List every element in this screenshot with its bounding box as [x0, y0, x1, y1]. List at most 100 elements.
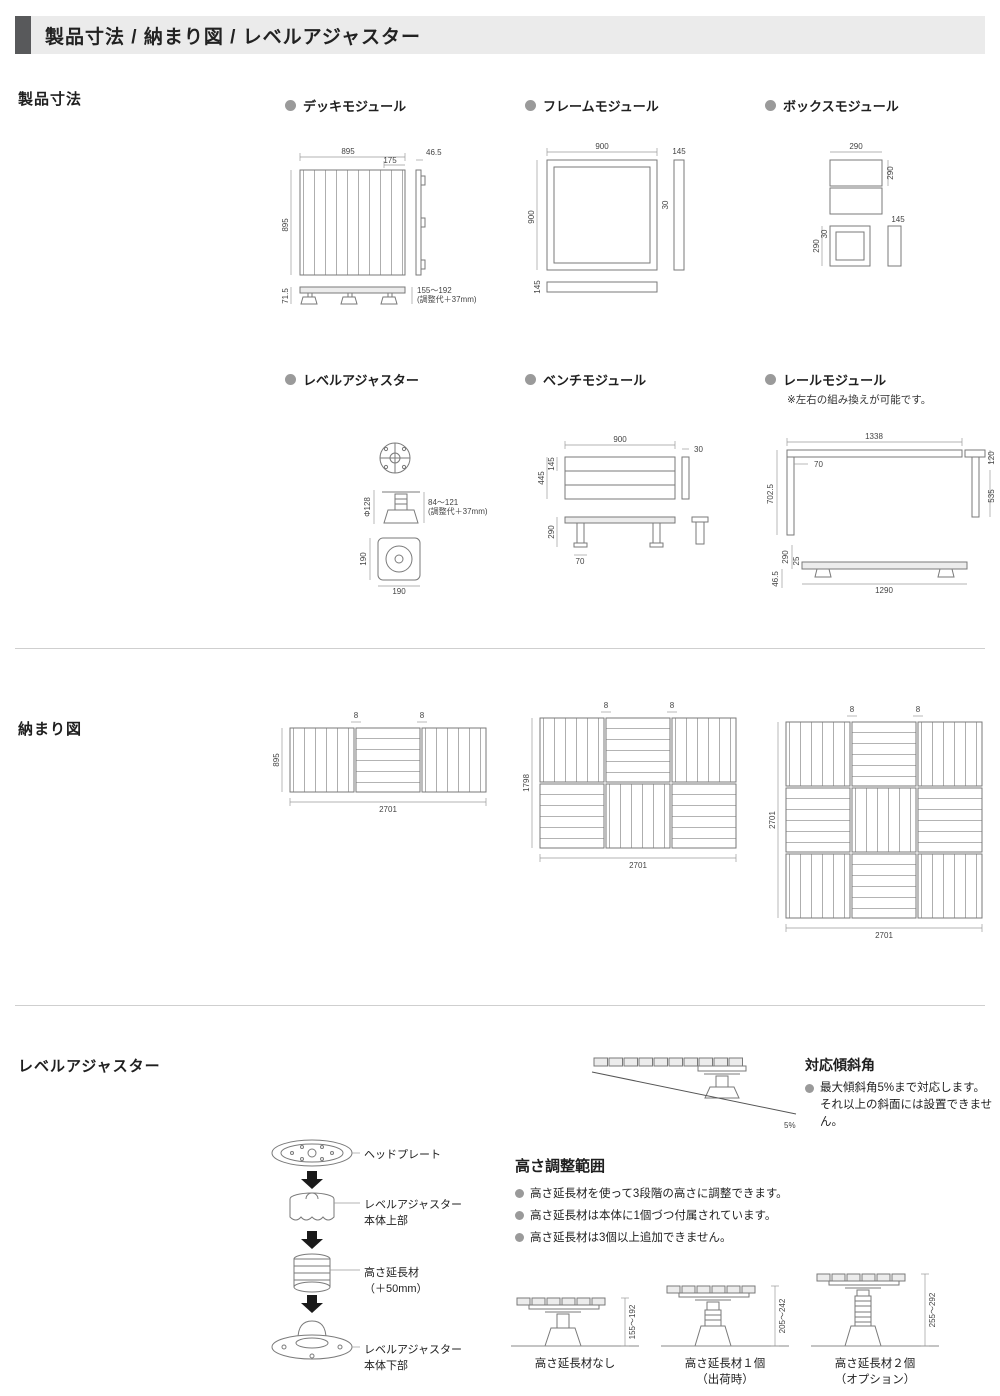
- bullet-icon: [515, 1189, 524, 1198]
- tilt-text-line: 最大傾斜角5%まで対応します。それ以上の斜面には設置できません。: [805, 1080, 993, 1131]
- config-3-label: 高さ延長材２個 （オプション）: [805, 1356, 945, 1388]
- dim-label: 290: [781, 550, 790, 564]
- dim-label: 30: [694, 445, 703, 454]
- part-label-lower-1: レベルアジャスター: [364, 1344, 463, 1356]
- dim-label: 535: [987, 489, 996, 503]
- dim-label: 46.5: [426, 148, 442, 157]
- adjuster-drawing: Φ128 84〜121 (調整代＋37mm) 190 190: [359, 442, 488, 596]
- dim-label: 70: [576, 557, 585, 566]
- frame-module-drawing: 900 900 145 30 145: [527, 142, 686, 294]
- bullet-icon: [515, 1233, 524, 1242]
- layout-diagram-1: 8 8 895 2701: [272, 711, 487, 814]
- height-range-bullet-2: 高さ延長材は本体に1個づつ付属されています。: [515, 1207, 776, 1223]
- bullet-icon: [515, 1211, 524, 1220]
- bullet-icon: [285, 374, 296, 385]
- section-label-layout: 納まり図: [18, 721, 83, 738]
- dim-label: 290: [547, 525, 556, 539]
- dim-label: 2701: [379, 805, 397, 814]
- adjuster-exploded-drawing: [271, 1139, 360, 1360]
- dim-label: Φ128: [363, 497, 372, 517]
- module-title-frame: フレームモジュール: [525, 96, 659, 115]
- config-label-line-2: （出荷時）: [696, 1374, 754, 1386]
- dim-label: 2701: [629, 861, 647, 870]
- dim-label: 8: [670, 701, 675, 710]
- dim-label: 8: [850, 705, 855, 714]
- bullet-text: 高さ延長材を使って3段階の高さに調整できます。: [530, 1188, 788, 1200]
- height-config-1-drawing: 155〜192: [511, 1297, 639, 1347]
- page-header: 製品寸法 / 納まり図 / レベルアジャスター: [15, 16, 985, 54]
- config-label-line-2: （オプション）: [834, 1374, 916, 1386]
- section-label-adjuster: レベルアジャスター: [18, 1058, 161, 1075]
- section-label-dimensions: 製品寸法: [18, 91, 83, 108]
- dim-label: 71.5: [281, 288, 290, 304]
- dim-label: 145: [891, 215, 905, 224]
- dim-label: 290: [886, 166, 895, 180]
- bullet-icon: [285, 100, 296, 111]
- part-label-head: ヘッドプレート: [364, 1149, 441, 1161]
- module-title-adjuster: レベルアジャスター: [285, 370, 419, 389]
- bullet-icon: [525, 374, 536, 385]
- dim-label: 445: [537, 471, 546, 485]
- dim-label: 145: [533, 280, 542, 294]
- module-title-bench: ベンチモジュール: [525, 370, 646, 389]
- dim-label: 190: [359, 552, 368, 566]
- tilt-text: 最大傾斜角5%まで対応します。それ以上の斜面には設置できません。: [820, 1082, 993, 1128]
- config-2-label: 高さ延長材１個 （出荷時）: [655, 1356, 795, 1388]
- dim-label: 175: [383, 156, 397, 165]
- dim-label: 155〜192: [628, 1304, 637, 1339]
- dim-label: (調整代＋37mm): [428, 506, 488, 516]
- box-module-drawing: 290 290 290 30 145: [812, 142, 905, 267]
- deck-module-drawing: 895 175 895 46.5 71.5 155〜192 (調整代＋37mm): [281, 147, 477, 305]
- tilt-title: 対応傾斜角: [805, 1057, 875, 1073]
- part-label-upper-2: 本体上部: [364, 1215, 408, 1227]
- height-range-bullet-1: 高さ延長材を使って3段階の高さに調整できます。: [515, 1185, 788, 1201]
- dim-label: 8: [916, 705, 921, 714]
- bullet-icon: [525, 100, 536, 111]
- dim-label: 290: [812, 239, 821, 253]
- divider: [15, 648, 985, 649]
- part-label-ext-2: （＋50mm）: [364, 1283, 428, 1295]
- rail-module-drawing: 1338 70 702.5 120 535 290 25 46.5 1290: [766, 432, 996, 595]
- dim-label: 190: [392, 587, 406, 596]
- dim-label: 155〜192: [417, 286, 452, 295]
- dim-label: 30: [820, 229, 829, 238]
- dim-label: 1290: [875, 586, 893, 595]
- dim-label: 900: [527, 210, 536, 224]
- dim-label: 290: [849, 142, 863, 151]
- dim-label: 145: [672, 147, 686, 156]
- height-range-title: 高さ調整範囲: [515, 1158, 606, 1175]
- dim-label: 1798: [522, 774, 531, 792]
- module-title-text: レベルアジャスター: [303, 373, 419, 388]
- dim-label: 205〜242: [778, 1298, 787, 1333]
- module-title-text: デッキモジュール: [303, 99, 407, 114]
- rail-note: ※左右の組み換えが可能です。: [787, 394, 932, 406]
- module-title-text: レールモジュール: [783, 373, 887, 388]
- dim-label: 145: [547, 457, 556, 471]
- dim-label: 120: [987, 451, 996, 465]
- bullet-icon: [805, 1084, 814, 1093]
- layout-diagram-3: 8 8 2701 2701: [768, 705, 983, 940]
- bullet-text: 高さ延長材は本体に1個づつ付属されています。: [530, 1210, 777, 1222]
- height-range-bullet-3: 高さ延長材は3個以上追加できません。: [515, 1229, 732, 1245]
- layout-diagram-2: 8 8 1798 2701: [522, 701, 737, 870]
- tilt-diagram: 5%: [591, 1057, 797, 1130]
- dim-label: 8: [354, 711, 359, 720]
- dim-label: 895: [341, 147, 355, 156]
- bullet-text: 高さ延長材は3個以上追加できません。: [530, 1232, 732, 1244]
- bench-module-drawing: 900 30 145 445 290 70: [537, 435, 709, 566]
- config-1-label: 高さ延長材なし: [505, 1356, 645, 1372]
- dim-label: 84〜121: [428, 498, 459, 507]
- dim-label: (調整代＋37mm): [417, 294, 477, 304]
- page-title: 製品寸法 / 納まり図 / レベルアジャスター: [45, 26, 421, 48]
- dim-label: 895: [272, 753, 281, 767]
- dim-label: 2701: [875, 931, 893, 940]
- bullet-icon: [765, 374, 776, 385]
- height-config-2-drawing: 205〜242: [661, 1285, 789, 1347]
- dim-label: 30: [661, 200, 670, 209]
- bullet-icon: [765, 100, 776, 111]
- config-label-line-1: 高さ延長材２個: [834, 1358, 916, 1370]
- dim-label: 900: [595, 142, 609, 151]
- dim-label: 46.5: [771, 571, 780, 587]
- config-label-line-1: 高さ延長材なし: [534, 1358, 616, 1370]
